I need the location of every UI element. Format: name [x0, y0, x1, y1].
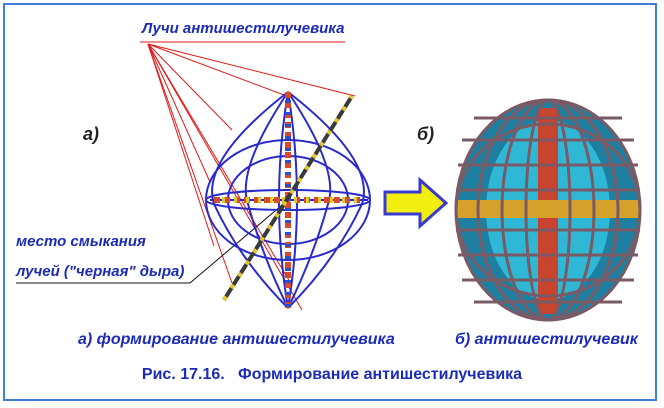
transition-arrow: [383, 176, 449, 230]
caption-b: б) антишестилучевик: [455, 331, 638, 348]
antihexaray-sphere: [454, 98, 642, 322]
figure-caption: Рис. 17.16. Формирование антишестилучеви…: [141, 366, 523, 383]
rays-label: Лучи антишестилучевика: [142, 20, 345, 37]
part-b-label: б): [417, 124, 435, 144]
ray-lines: [140, 41, 356, 311]
closure-label-line1: место смыкания: [16, 233, 146, 250]
part-a-label: а): [83, 124, 100, 144]
axis-colored-bands: [214, 92, 362, 308]
caption-a: а) формирование антишестилучевика: [78, 331, 395, 348]
closure-label-line2: лучей ("черная" дыра): [16, 263, 185, 280]
